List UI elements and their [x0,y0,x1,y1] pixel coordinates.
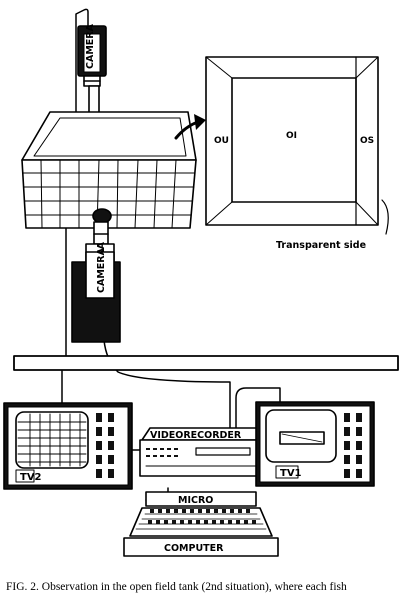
tank-top-view-inner [231,77,357,203]
videorecorder-label: VIDEORECORDER [150,430,242,441]
bottom-camera: CAMERA CAMERA [71,208,121,343]
figure-caption: FIG. 2. Observation in the open field ta… [6,581,347,593]
videorecorder-body [139,439,269,477]
cables [61,8,281,501]
tv1-control-buttons [344,413,362,478]
bottom-camera-label-front: CAMERA [96,247,107,293]
transparent-side-leader [381,199,389,235]
videorecorder: VIDEORECORDER [139,427,269,477]
bottom-camera-lens [92,208,112,224]
videorecorder-tape-slot [195,447,251,456]
recorder-to-tv1-cable [235,387,281,429]
top-camera-cable [75,8,89,121]
shelf [13,355,399,371]
computer-top [145,491,257,507]
tv2-monitor: TV2 [3,402,133,490]
videorecorder-buttons [146,448,178,457]
zone-oi-label: OI [286,131,297,141]
tv1-monitor: TV1 [255,401,375,487]
tank-top-view: OU OI OS Transparent side [205,56,389,251]
bottom-camera-tube [93,221,109,245]
tv1-label: TV1 [280,468,302,479]
tv2-screen-grid [17,413,87,467]
experimental-setup-diagram: CAMERA CAMERA [3,8,399,557]
tv2-label: TV2 [20,472,42,483]
open-field-tank [21,111,206,229]
micro-computer: MICRO COMPUTER [123,491,279,557]
tv2-screen [15,411,89,469]
micro-label: MICRO [178,495,213,506]
computer-base [123,537,279,557]
camera-to-recorder-cable [103,339,231,429]
computer-label: COMPUTER [164,543,224,554]
tv2-control-buttons [96,413,114,478]
zone-os-label: OS [360,136,374,146]
transparent-side-label: Transparent side [276,240,366,251]
zone-ou-label: OU [214,136,229,146]
top-camera-label: CAMERA [85,23,96,69]
